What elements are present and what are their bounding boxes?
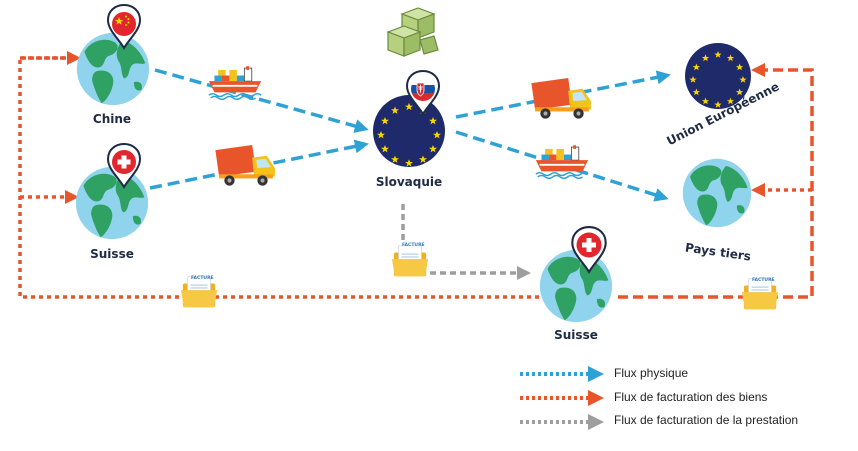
node-union-europeenne: Union Européenne xyxy=(664,43,781,148)
swiss-flag-pin-icon xyxy=(571,226,607,273)
node-chine: Chine xyxy=(76,4,150,126)
legend: Flux physique Flux de facturation des bi… xyxy=(520,366,798,430)
legend-item-physical: Flux physique xyxy=(520,366,688,382)
node-suisse-left: Suisse xyxy=(75,143,149,261)
slovakia-flag-pin-icon xyxy=(406,70,440,115)
legend-item-service-billing: Flux de facturation de la prestation xyxy=(520,413,798,430)
goods-billing-line-right-bracket xyxy=(618,63,814,299)
globe-icon xyxy=(539,249,613,323)
globe-icon xyxy=(76,32,150,106)
invoice-doc-label: FACTURE xyxy=(402,242,425,248)
node-label-suisse: Suisse xyxy=(554,328,598,342)
china-flag-pin-icon xyxy=(107,4,141,49)
eu-flag-globe-icon xyxy=(685,43,751,109)
physical-flow-chine-to-slovaquie xyxy=(154,68,369,133)
truck-icon xyxy=(215,144,275,186)
invoice-folder-left: FACTURE xyxy=(180,275,218,308)
node-slovaquie: Slovaquie xyxy=(373,70,445,189)
eu-flag-globe-icon xyxy=(373,95,445,167)
invoice-folder-right: FACTURE xyxy=(741,277,779,310)
legend-label-goods-billing: Flux de facturation des biens xyxy=(614,390,767,404)
invoice-doc-label: FACTURE xyxy=(752,277,775,283)
service-billing-flows xyxy=(401,204,531,280)
legend-label-physical: Flux physique xyxy=(614,366,688,380)
node-label-suisse: Suisse xyxy=(90,247,134,261)
node-label-pays-tiers: Pays tiers xyxy=(684,240,752,263)
globe-icon xyxy=(682,158,752,228)
node-label-slovaquie: Slovaquie xyxy=(376,175,442,189)
node-label-chine: Chine xyxy=(93,112,131,126)
node-suisse-bottom: Suisse xyxy=(539,226,613,342)
boxes-icon xyxy=(386,7,439,57)
legend-item-goods-billing: Flux de facturation des biens xyxy=(520,390,767,406)
cargo-ship-icon xyxy=(208,66,262,100)
globe-icon xyxy=(75,166,149,240)
cargo-ship-icon xyxy=(535,145,589,179)
truck-icon xyxy=(531,77,591,119)
invoice-doc-label: FACTURE xyxy=(191,275,214,281)
invoice-folder-center: FACTURE xyxy=(391,242,429,277)
swiss-flag-pin-icon xyxy=(107,143,141,188)
goods-billing-flows xyxy=(18,51,814,299)
node-pays-tiers: Pays tiers xyxy=(682,158,752,264)
legend-label-service-billing: Flux de facturation de la prestation xyxy=(614,413,798,427)
